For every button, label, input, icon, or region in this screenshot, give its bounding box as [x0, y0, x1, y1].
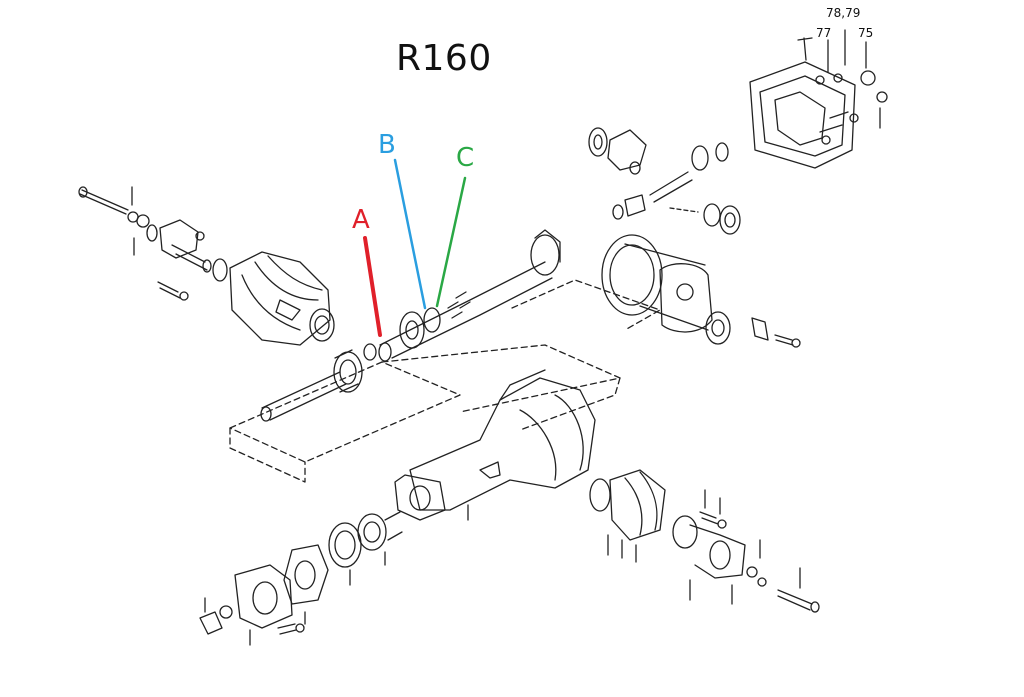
callout-leaders [363, 158, 467, 337]
right-axle-assembly [589, 469, 820, 613]
axle-housing [394, 369, 596, 521]
callout-label-c: C [456, 143, 475, 173]
arrow-ticks [204, 107, 881, 646]
pinion-housing [229, 251, 335, 346]
rear-cover [749, 29, 888, 169]
diagram-title: R160 [396, 38, 492, 79]
left-axle-assembly [199, 511, 403, 635]
part-number-77: 77 [816, 26, 832, 40]
callout-label-b: B [378, 130, 396, 160]
callout-label-a: A [352, 205, 370, 235]
part-number-75: 75 [858, 26, 874, 40]
assembly-dashed-outline [229, 279, 661, 483]
left-flange-group [78, 186, 228, 301]
callout-leader-b [393, 158, 427, 310]
part-number-78-79: 78,79 [826, 6, 861, 20]
ring-gear [601, 234, 801, 348]
pinion-shaft [378, 229, 561, 362]
callout-leader-c [435, 176, 467, 308]
input-shaft [260, 343, 377, 422]
callout-leader-a [363, 236, 382, 337]
differential-gears [588, 127, 741, 235]
